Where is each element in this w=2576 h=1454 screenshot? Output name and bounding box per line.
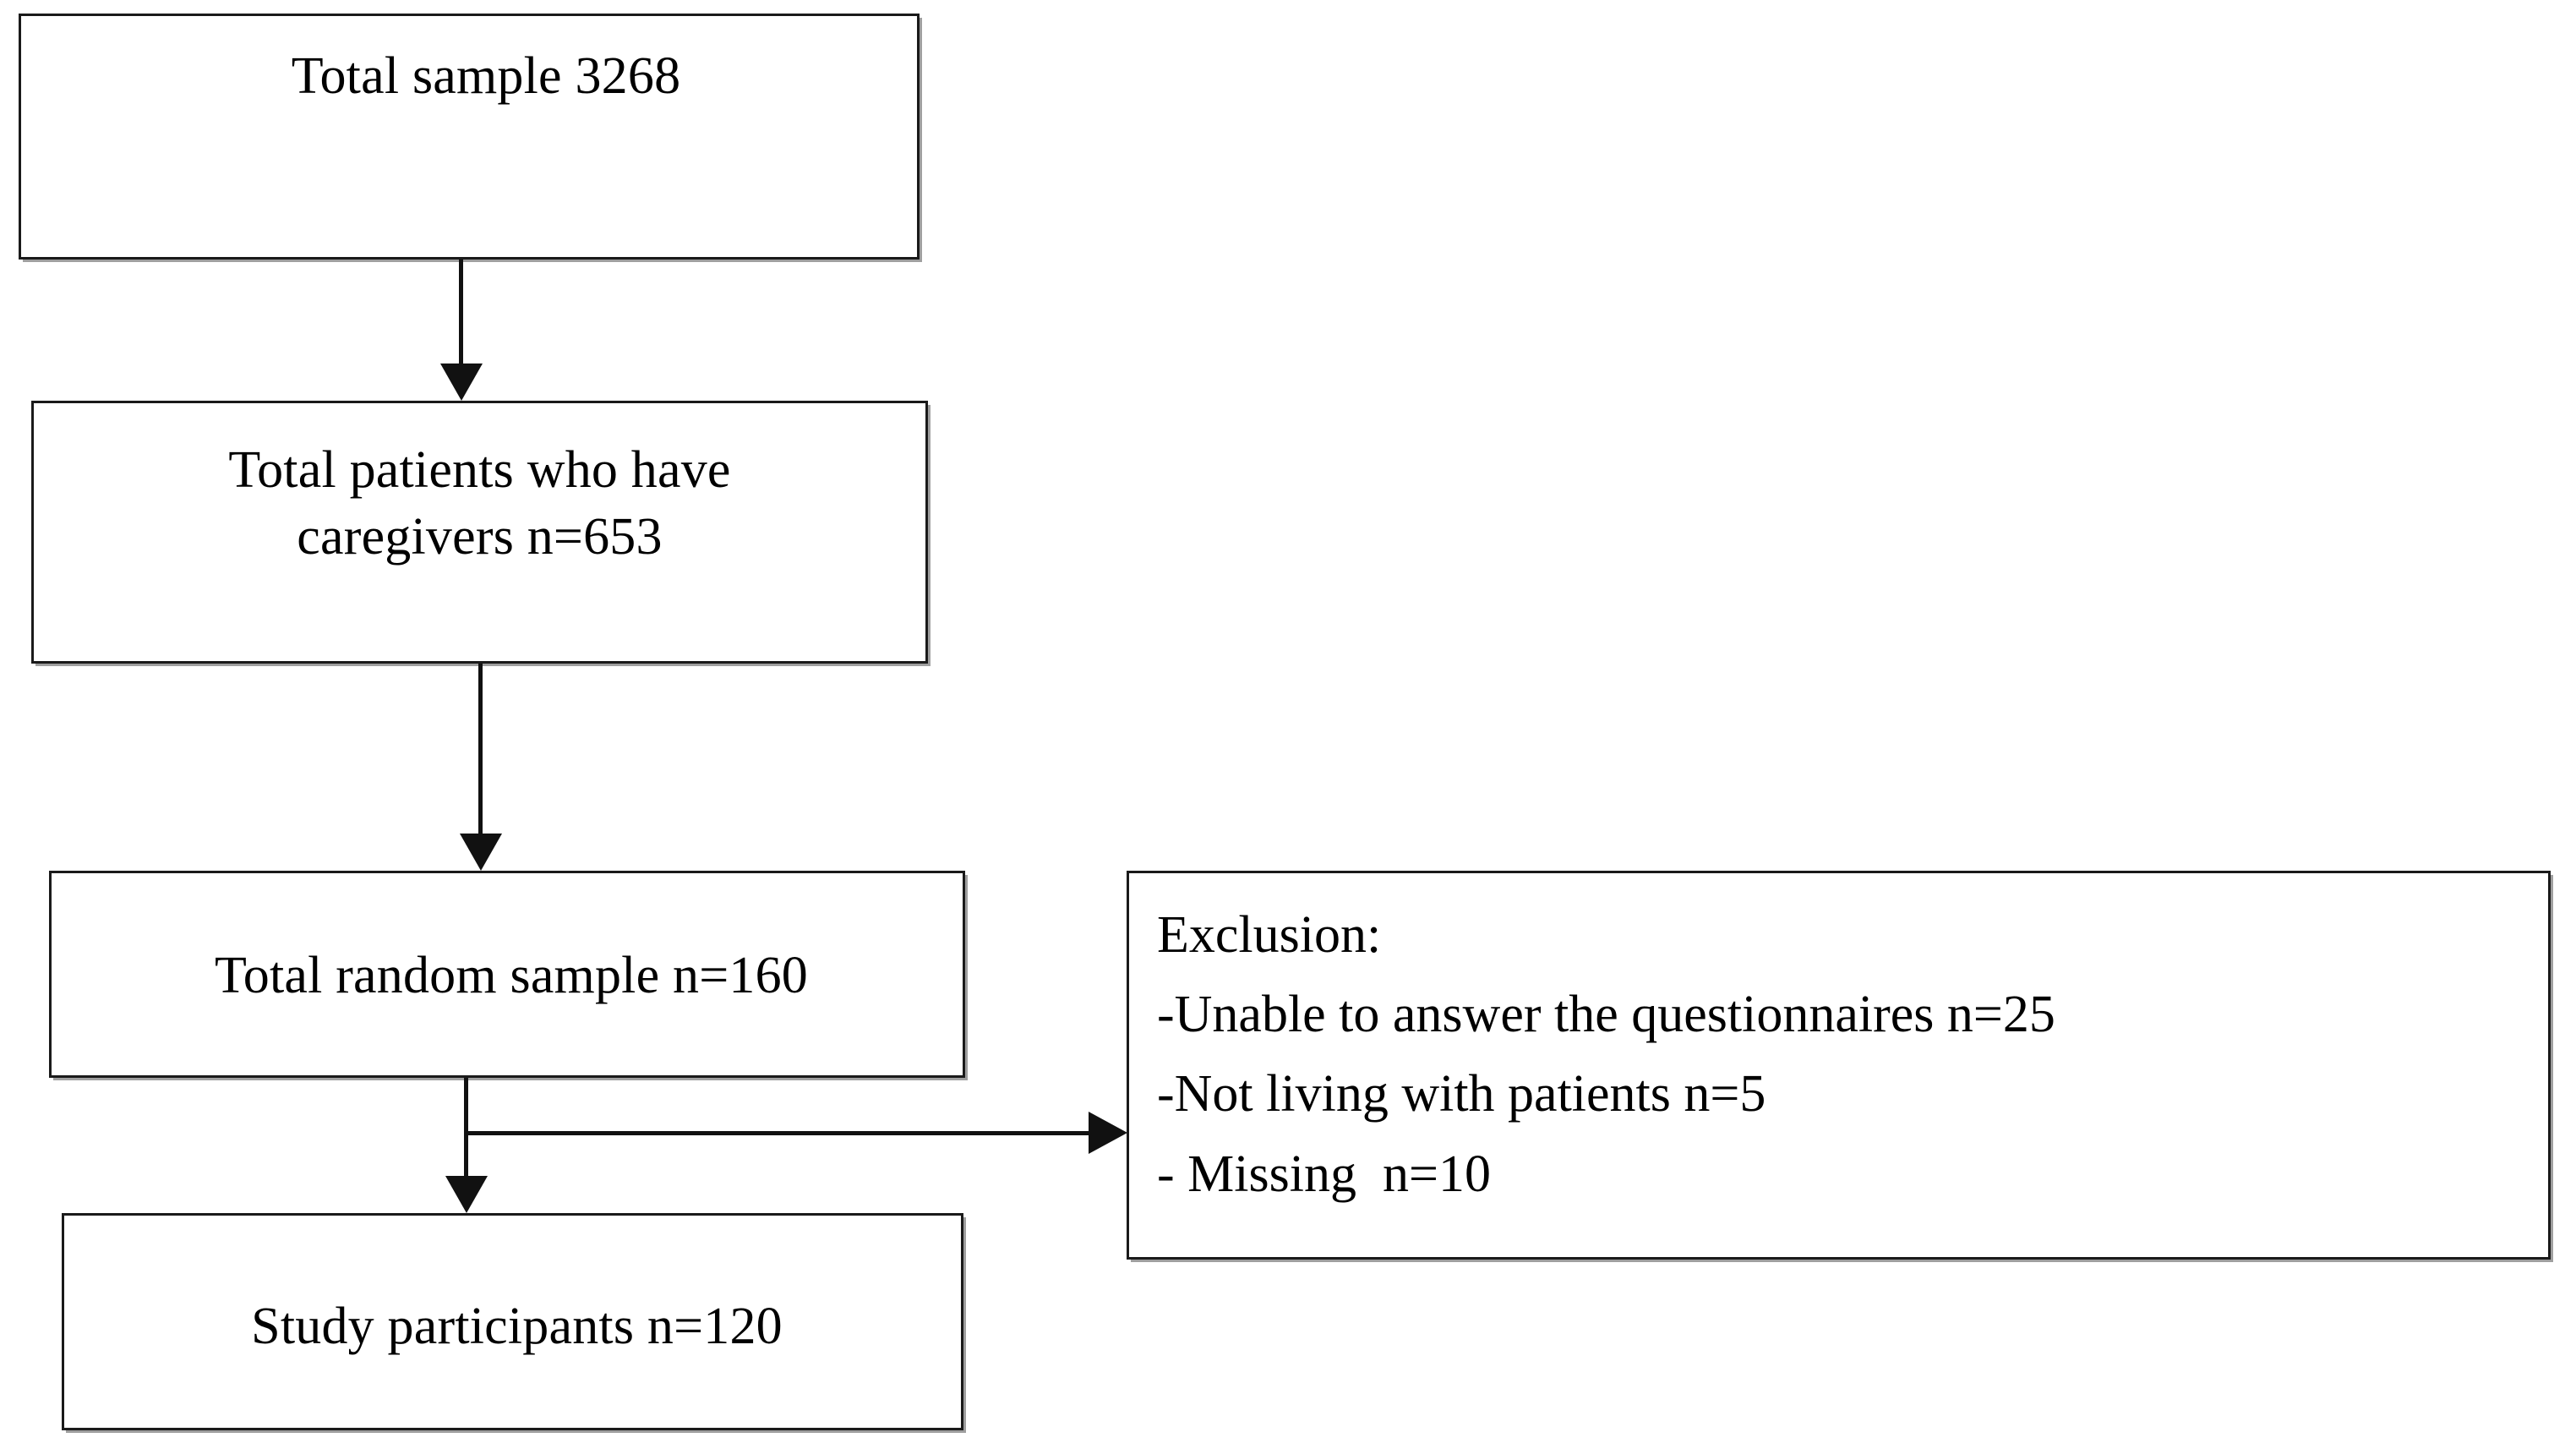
- connector-total-sample-to-caregivers: [459, 260, 463, 369]
- box-caregivers: Total patients who have caregivers n=653: [31, 401, 928, 664]
- connector-random-sample-to-exclusion: [466, 1131, 1091, 1135]
- connector-caregivers-to-random-sample: [478, 664, 483, 837]
- exclusion-line-title: Exclusion:: [1157, 906, 1382, 964]
- exclusion-line-not-living-with-patients: -Not living with patients n=5: [1157, 1065, 1766, 1123]
- box-participants: Study participants n=120: [62, 1213, 963, 1430]
- box-exclusion: Exclusion: -Unable to answer the questio…: [1127, 871, 2551, 1260]
- box-total-sample-label: Total sample 3268: [291, 47, 681, 105]
- box-total-sample: Total sample 3268: [19, 14, 920, 260]
- box-caregivers-label: Total patients who have caregivers n=653: [228, 441, 731, 566]
- arrow-down-icon-to-participants: [445, 1176, 488, 1213]
- box-random-sample-label: Total random sample n=160: [215, 947, 808, 1004]
- exclusion-line-missing: - Missing n=10: [1157, 1145, 1491, 1203]
- arrow-right-icon-to-exclusion: [1089, 1112, 1127, 1154]
- arrow-down-icon-to-caregivers: [440, 364, 483, 401]
- arrow-down-icon-to-random-sample: [460, 834, 502, 871]
- exclusion-line-unable-to-answer: -Unable to answer the questionnaires n=2…: [1157, 986, 2055, 1044]
- box-random-sample: Total random sample n=160: [49, 871, 965, 1078]
- connector-random-sample-to-participants: [464, 1078, 468, 1179]
- box-participants-label: Study participants n=120: [251, 1298, 783, 1355]
- exclusion-list: Exclusion: -Unable to answer the questio…: [1157, 895, 2533, 1214]
